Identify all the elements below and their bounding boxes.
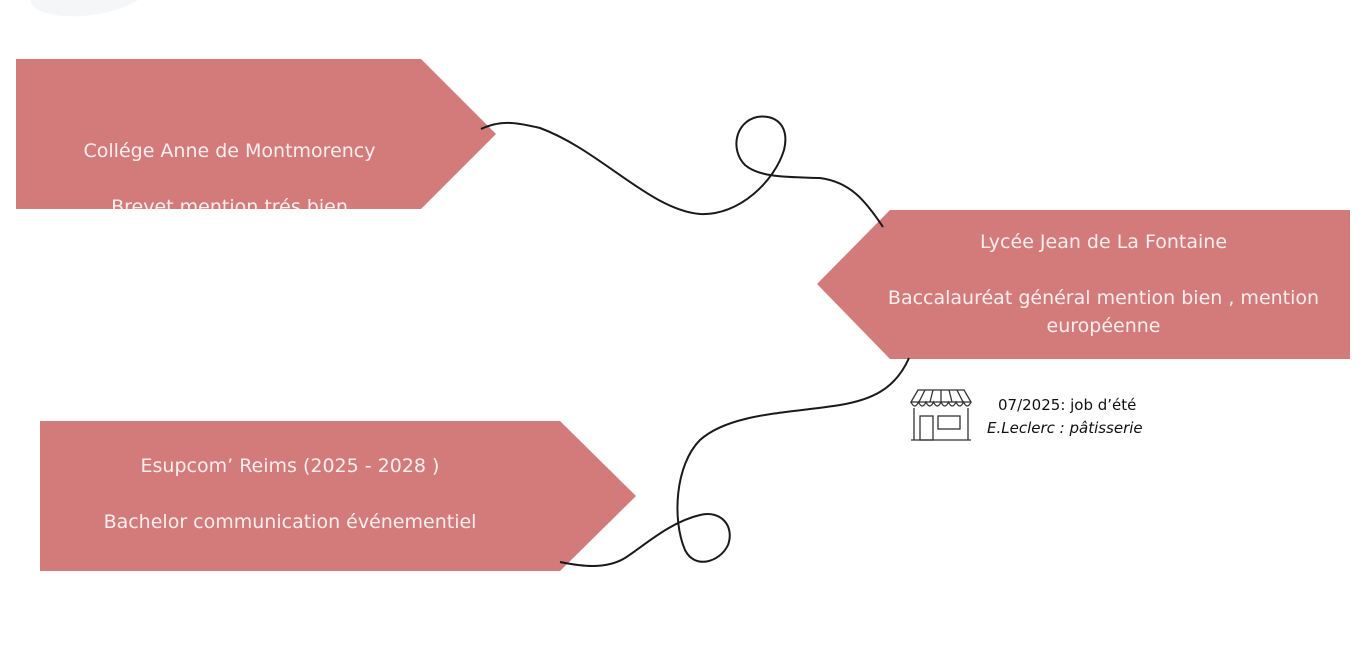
job-title: 07/2025: job d’été bbox=[998, 396, 1137, 414]
step-detail: Bachelor communication événementiel bbox=[103, 511, 477, 533]
step-detail-line2: européenne bbox=[1046, 315, 1161, 337]
step-detail-line1: Baccalauréat général mention bien , ment… bbox=[887, 287, 1320, 309]
timeline-step-esupcom: Esupcom’ Reims (2025 - 2028 ) Bachelor c… bbox=[40, 421, 636, 571]
step-detail: Brevet mention trés bien bbox=[111, 196, 348, 218]
timeline-step-college: Collége Anne de Montmorency Brevet menti… bbox=[16, 59, 496, 209]
summer-job: 07/2025: job d’été E.Leclerc : pâtisseri… bbox=[908, 388, 1168, 448]
connector-curve-1 bbox=[480, 115, 884, 228]
connector-curve-2 bbox=[559, 357, 910, 567]
step-school: Lycée Jean de La Fontaine bbox=[979, 231, 1228, 253]
shop-storefront-icon bbox=[909, 389, 973, 441]
step-school: Collége Anne de Montmorency bbox=[83, 140, 376, 162]
job-subtitle: E.Leclerc : pâtisserie bbox=[987, 419, 1143, 437]
timeline-step-lycee: Lycée Jean de La Fontaine Baccalauréat g… bbox=[817, 210, 1350, 359]
step-school: Esupcom’ Reims (2025 - 2028 ) bbox=[140, 455, 440, 477]
